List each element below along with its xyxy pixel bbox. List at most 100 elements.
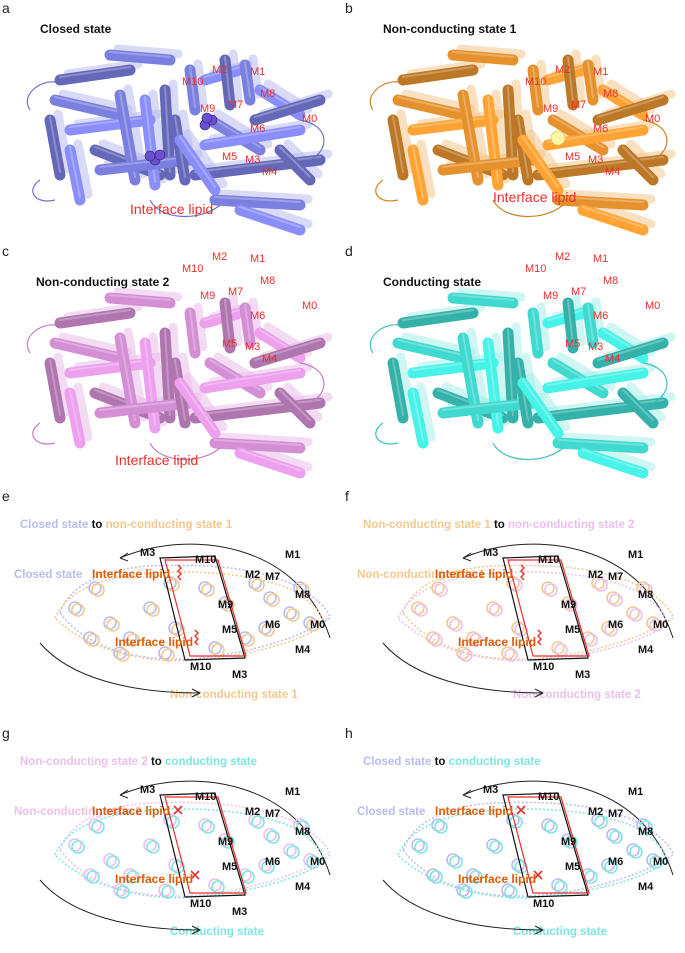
arrowhead	[191, 925, 201, 935]
helix-circle-b	[604, 623, 618, 637]
helix-highlight	[537, 399, 664, 416]
transition-title: Closed state to non-conducting state 1	[20, 519, 233, 531]
helix-rod	[49, 337, 126, 364]
helix-rod	[512, 114, 534, 186]
interface-outline-a	[159, 792, 246, 898]
bottom-state-label: Non-conducting state 2	[513, 689, 641, 701]
helix-highlight	[587, 61, 594, 98]
helix-circle-b	[504, 885, 518, 899]
helix-circle-a	[88, 581, 102, 595]
helix-rod	[64, 357, 156, 379]
helix-circle-b	[459, 648, 473, 662]
helix-circle-b	[639, 820, 653, 834]
helix-highlight	[452, 51, 514, 58]
target-state: conducting state	[165, 756, 257, 768]
helix-circle-a	[158, 646, 172, 660]
helix-label: M10	[533, 661, 554, 673]
panel-title: Closed state	[40, 22, 112, 36]
helix-rod	[54, 64, 136, 86]
interface-lipid-label: Interface lipid	[130, 201, 213, 217]
helix-circle-b	[251, 815, 265, 829]
left-state-label: Non-conducting state 2	[14, 806, 142, 818]
helix-highlight	[452, 294, 514, 301]
helix-rod	[447, 292, 519, 309]
helix-label: M9	[200, 103, 215, 115]
interface-lipid-label: Interface lipid	[435, 567, 513, 581]
state-b-outline	[397, 808, 667, 899]
lipid-atom	[201, 112, 213, 124]
helix-rod-back	[73, 139, 93, 199]
lipid-atom	[144, 150, 156, 162]
helix-circle-b	[201, 820, 215, 834]
helix-highlight	[557, 439, 644, 446]
helix-rod	[169, 357, 191, 429]
helix-label: M9	[543, 290, 558, 302]
helix-circle-b	[469, 633, 483, 647]
helix-rod	[617, 144, 659, 186]
helix-label: M2	[555, 64, 570, 76]
helix-label: M6	[608, 619, 623, 631]
helix-rod	[64, 387, 86, 449]
helix-highlight	[522, 379, 559, 431]
panel-f: f Non-conducting state 1 to non-conducti…	[343, 488, 685, 708]
helix-circle-b	[609, 830, 623, 844]
helix-circle-a	[411, 838, 425, 852]
transition-title: Non-conducting state 1 to non-conducting…	[363, 519, 635, 531]
helix-rod	[592, 94, 669, 126]
helix-circle-b	[489, 840, 503, 854]
arrowhead	[462, 789, 472, 799]
helix-highlight	[109, 51, 171, 58]
helix-highlight	[239, 206, 301, 228]
helix-label: M8	[603, 88, 618, 100]
helix-circle-a	[591, 576, 605, 590]
top-arc	[119, 780, 331, 876]
helix-label: M2	[245, 569, 260, 581]
helix-highlight	[597, 339, 664, 361]
arrowhead	[534, 925, 544, 935]
panel-e: e Closed state to non-conducting state 1…	[0, 488, 342, 708]
helix-rod-back	[561, 432, 656, 447]
helix-circle-b	[241, 633, 255, 647]
helix-label: M4	[262, 353, 277, 365]
helix-label: M10	[525, 263, 546, 275]
panel-title: Non-conducting state 2	[36, 275, 170, 289]
helix-label: M7	[265, 571, 280, 583]
helix-circle-a	[113, 883, 127, 897]
helix-highlight	[532, 309, 539, 351]
helix-rod-back	[456, 44, 526, 59]
helix-circle-b	[106, 618, 120, 632]
target-state: non-conducting state 2	[508, 519, 635, 531]
helix-circle-b	[211, 643, 225, 657]
helix-circle-b	[251, 578, 265, 592]
lipid-cross-icon	[173, 805, 183, 815]
helix-rod-back	[218, 432, 313, 447]
helix-circle-b	[306, 855, 320, 869]
helix-highlight	[392, 359, 404, 416]
helix-label: M0	[310, 619, 325, 631]
helix-label: M4	[638, 644, 654, 656]
helix-highlight	[567, 299, 574, 346]
arrowhead	[119, 789, 129, 799]
helix-circle-b	[449, 855, 463, 869]
target-state: conducting state	[449, 756, 541, 768]
helix-rod	[199, 367, 306, 394]
helix-label: M7	[608, 571, 623, 583]
helix-circle-b	[554, 643, 568, 657]
helix-circle-a	[198, 581, 212, 595]
helix-rod	[577, 447, 649, 479]
helix-label: M3	[588, 341, 603, 353]
interface-lipid-label: Interface lipid	[92, 804, 170, 818]
helix-rod-back	[113, 287, 183, 302]
helix-highlight	[69, 116, 151, 128]
helix-rod	[552, 437, 649, 454]
helix-circle-a	[263, 591, 277, 605]
helix-circle-b	[459, 885, 473, 899]
nc2-to-conducting-schematic: Non-conducting state 2 to conducting sta…	[14, 756, 331, 938]
helix-rod-back	[416, 139, 436, 199]
helix-circle-a	[466, 631, 480, 645]
helix-label: M1	[628, 549, 643, 561]
